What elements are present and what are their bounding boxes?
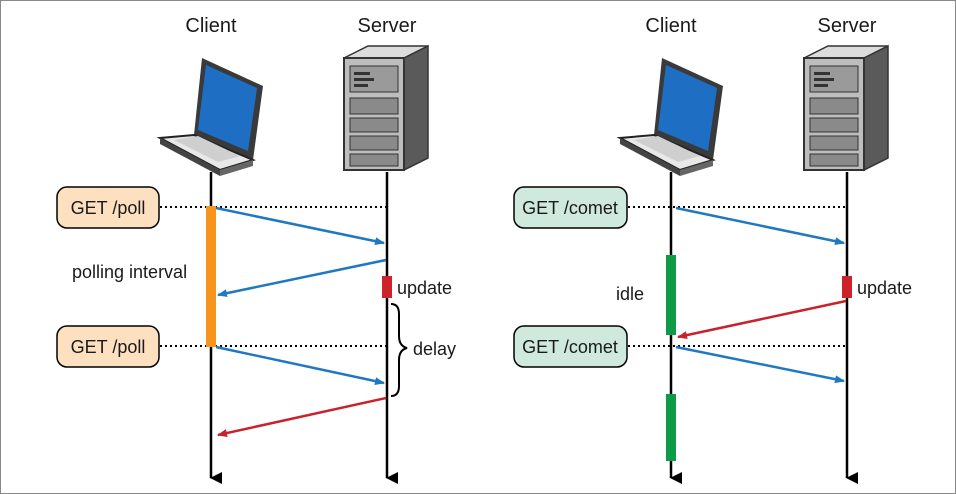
server-label: Server	[818, 15, 877, 37]
laptop-icon	[156, 58, 263, 176]
client-label: Client	[645, 15, 697, 37]
idle-label: idle	[616, 284, 644, 304]
client-label: Client	[185, 15, 237, 37]
delay-label: delay	[413, 339, 456, 359]
request-pill-label: GET /comet	[522, 198, 618, 218]
request-pill-label: GET /comet	[522, 337, 618, 357]
response-arrow	[217, 258, 387, 298]
update-label: update	[397, 278, 452, 298]
request-pill: GET /comet	[513, 325, 628, 368]
update-marker	[842, 276, 852, 298]
laptop-icon	[616, 58, 723, 176]
request-arrow	[215, 345, 385, 386]
request-arrow	[675, 345, 845, 384]
idle-bar	[666, 394, 676, 461]
request-pill-label: GET /poll	[71, 198, 146, 218]
delay-brace	[390, 303, 408, 397]
request-pill-label: GET /poll	[71, 337, 146, 357]
comet-panel: Client Server	[513, 15, 912, 484]
request-pill: GET /comet	[513, 186, 628, 229]
request-pill: GET /poll	[56, 186, 160, 229]
update-marker	[382, 276, 392, 298]
server-tower-icon	[803, 44, 889, 172]
update-response-arrow	[677, 299, 847, 340]
update-label: update	[857, 278, 912, 298]
polling-interval-bar	[206, 206, 216, 347]
polling-panel: Client Server	[56, 15, 456, 484]
server-tower-icon	[343, 44, 429, 172]
request-arrow	[675, 206, 845, 246]
request-arrow	[215, 206, 385, 246]
polling-interval-label: polling interval	[72, 262, 187, 282]
request-pill: GET /poll	[56, 325, 160, 368]
server-label: Server	[358, 15, 417, 37]
update-response-arrow	[217, 396, 387, 437]
idle-bar	[666, 255, 676, 335]
